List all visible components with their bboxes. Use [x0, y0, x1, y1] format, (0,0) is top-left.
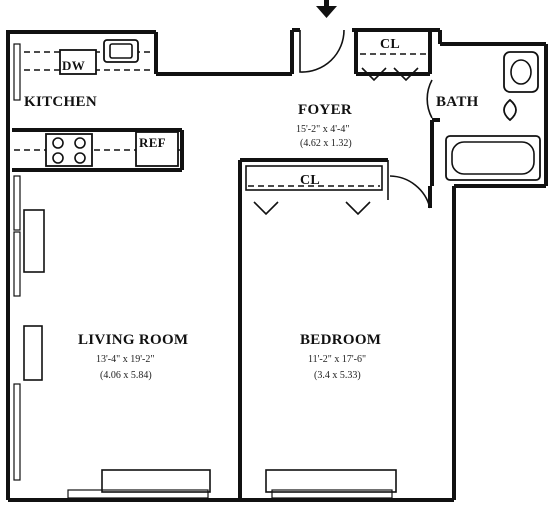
bathroom-fixtures	[445, 51, 541, 181]
bedroom-closet-label: CL	[300, 173, 320, 188]
bedroom-label: BEDROOM	[300, 332, 381, 348]
living-room-dimensions-m: (4.06 x 5.84)	[100, 370, 152, 381]
bath-label: BATH	[436, 94, 479, 110]
stove	[45, 133, 93, 167]
kitchen-sink	[103, 39, 139, 63]
foyer-label: FOYER	[298, 102, 352, 118]
foyer-closet: CL	[360, 37, 428, 82]
exterior-walls	[6, 28, 548, 502]
windows	[13, 43, 397, 499]
kitchen-counter-top: DW	[14, 39, 152, 75]
doors	[299, 29, 433, 209]
bedroom-dimensions-ft: 11'-2" x 17'-6"	[308, 354, 366, 365]
refrigerator-label: REF	[139, 135, 166, 150]
living-room-label: LIVING ROOM	[78, 332, 188, 348]
refrigerator	[135, 131, 179, 167]
arrow-down-icon	[316, 0, 337, 18]
foyer-dimensions-ft: 15'-2" x 4'-4"	[296, 124, 349, 135]
bathtub	[445, 135, 541, 181]
foyer-closet-label: CL	[380, 37, 400, 52]
dishwasher	[59, 49, 97, 75]
bedroom-dimensions-m: (3.4 x 5.33)	[314, 370, 361, 381]
bath-sink	[503, 98, 517, 122]
bedroom-closet: CL	[245, 165, 383, 216]
kitchen-label: KITCHEN	[24, 94, 97, 110]
kitchen-counter-bottom: REF	[14, 131, 180, 167]
toilet	[503, 51, 539, 93]
dishwasher-label: DW	[62, 58, 85, 73]
foyer-dimensions-m: (4.62 x 1.32)	[300, 138, 352, 149]
living-room-dimensions-ft: 13'-4" x 19'-2"	[96, 354, 154, 365]
